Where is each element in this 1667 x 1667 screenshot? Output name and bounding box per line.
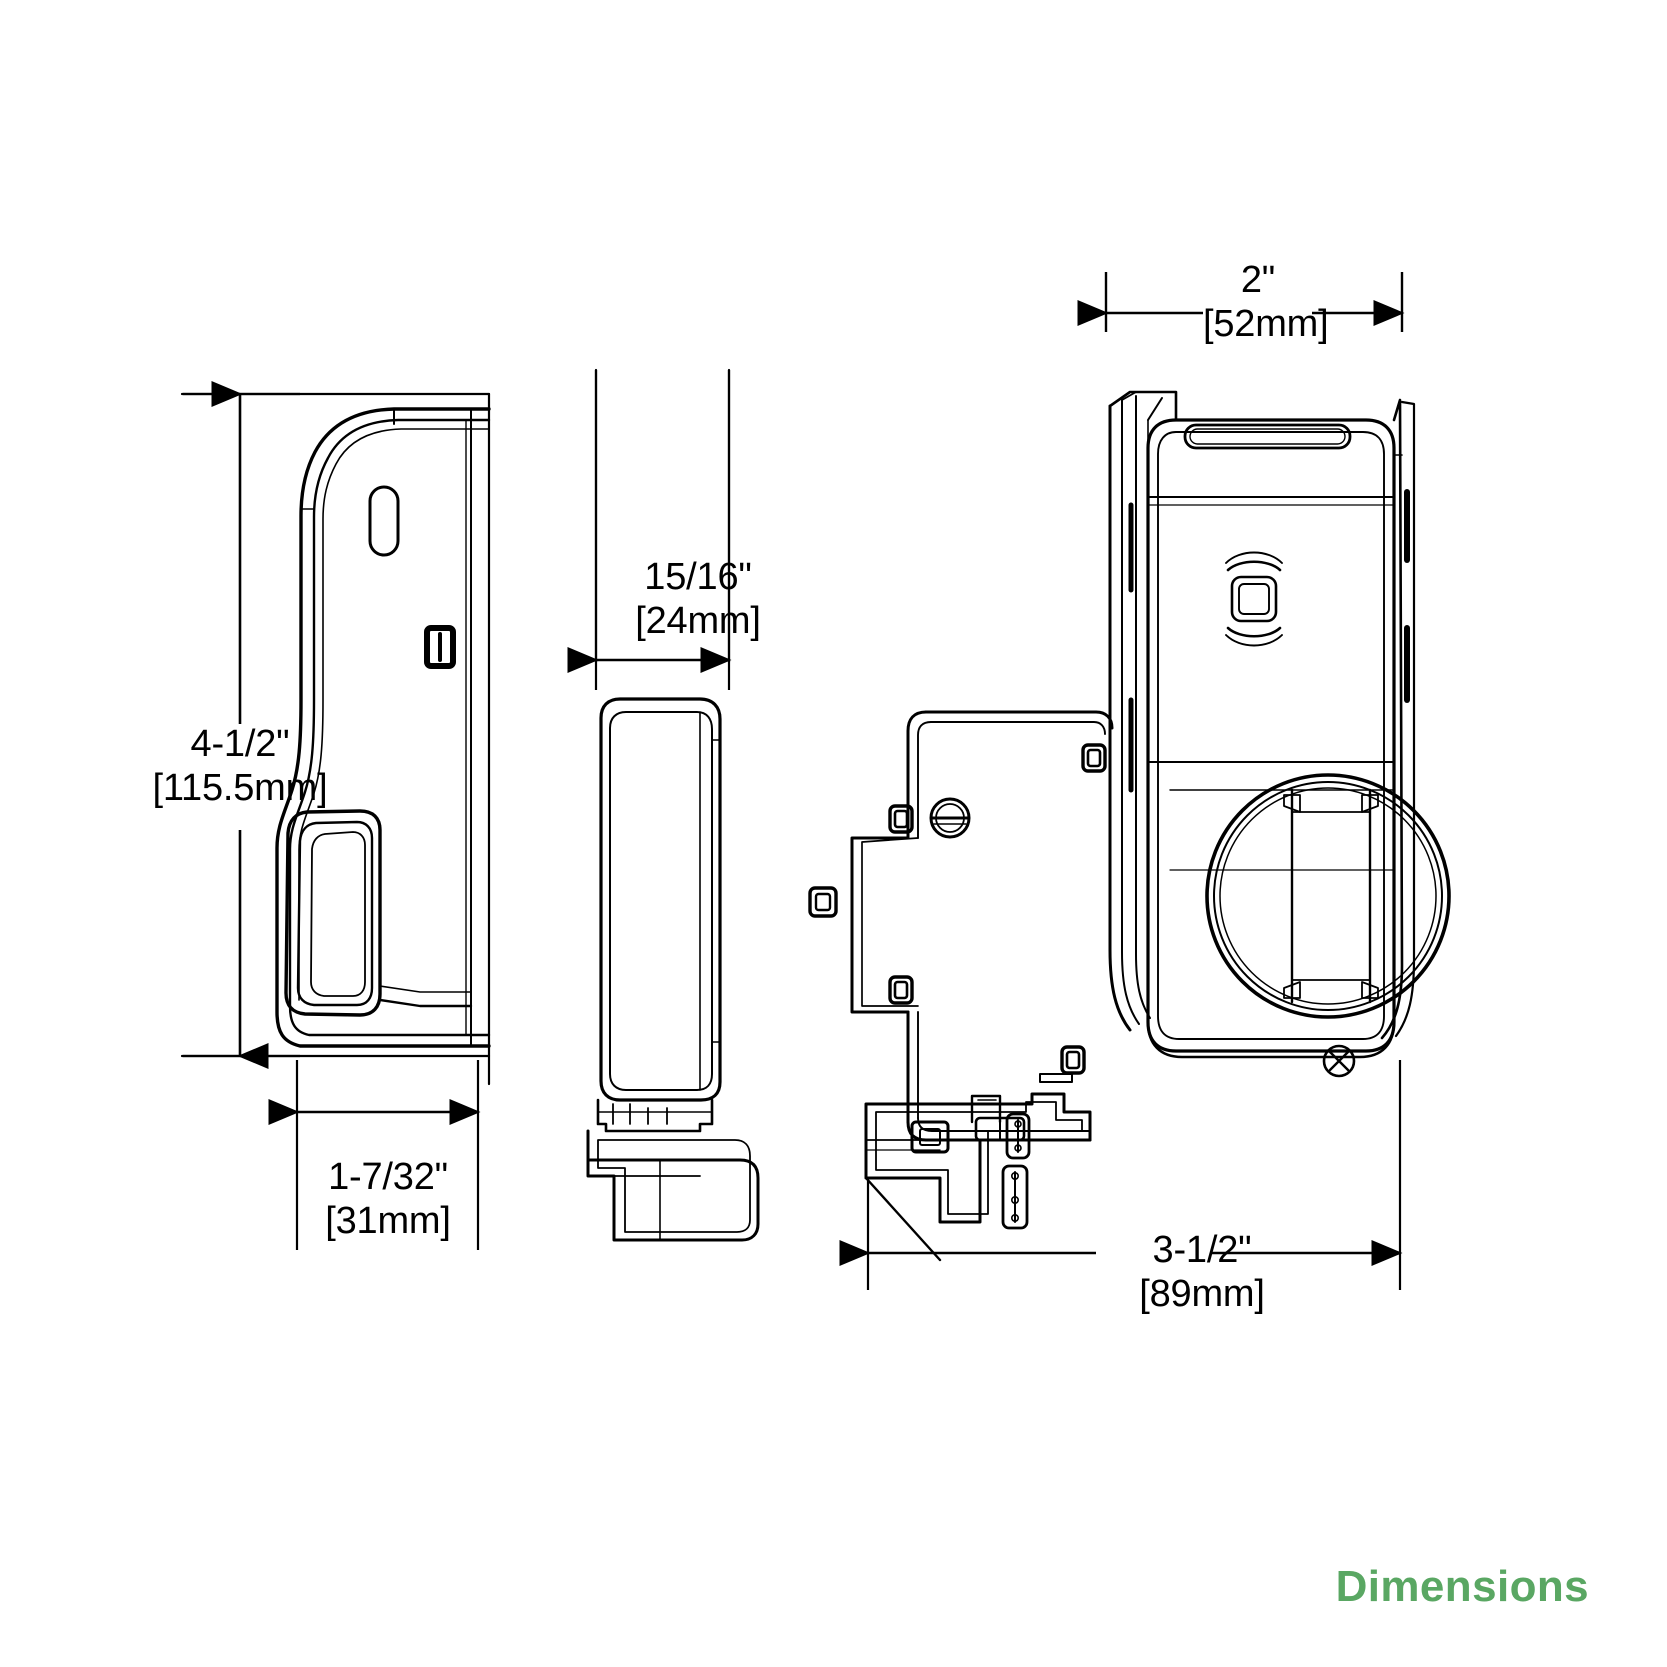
dimension-imperial-value: 15/16" [644,556,752,598]
phillips-screw-icon [1322,1044,1356,1078]
slotted-screw-icon [929,797,971,839]
dimension-label-depth-left: 1-7/32" [31mm] [288,1155,488,1243]
dimension-metric-value: [52mm] [1203,303,1329,345]
mounting-hole-right [1060,1045,1086,1075]
dimension-label-thickness-middle: 15/16" [24mm] [608,555,788,643]
dimension-line-thickness-middle [567,370,732,690]
dimension-line-overall-width [1077,272,1405,332]
dimension-imperial-value: 3-1/2" [1152,1229,1252,1271]
dimension-label-overall-width: 2" [52mm] [1203,258,1329,346]
dimension-metric-value: [115.5mm] [152,767,328,809]
sheet-caption: Dimensions [1335,1562,1589,1611]
view-side-left [180,392,491,1086]
dimension-metric-value: [24mm] [635,600,761,642]
dimension-imperial-value: 4-1/2" [190,723,290,765]
turn-knob-cylinder-bore [1205,773,1451,1019]
mounting-hole-top-right [1081,743,1107,773]
dimension-imperial-value: 2" [1240,259,1276,301]
cable-clip-upper [1005,1112,1031,1160]
dimension-line-overall-depth [839,1060,1403,1290]
dimension-label-overall-depth: 3-1/2" [89mm] [1092,1228,1312,1316]
dimension-line-depth-left [268,1060,481,1250]
dimension-metric-value: [89mm] [1139,1273,1265,1315]
dimension-line-overall-height [183,381,300,1069]
view-side-middle [586,368,760,1242]
mounting-hole-lower [888,975,914,1005]
view-front-right [808,390,1451,1262]
dimension-metric-value: [31mm] [325,1200,451,1242]
led-light-bar-slot [1183,423,1352,450]
dimension-label-overall-height: 4-1/2" [115.5mm] [130,722,350,810]
cable-clip-lower [1001,1164,1029,1230]
latch-tab-left [910,1120,950,1154]
bracket-side-hole [808,886,838,918]
usb-port-icon [424,625,456,669]
latch-tab-mid [974,1116,1026,1142]
dimension-imperial-value: 1-7/32" [328,1156,448,1198]
contactless-nfc-icon [1225,551,1283,647]
